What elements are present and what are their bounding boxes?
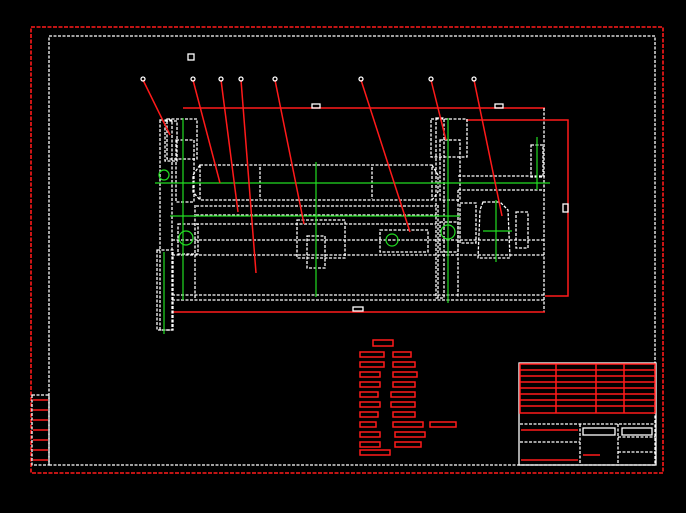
machine-assembly: [156, 117, 545, 331]
balloon-1: [140, 76, 146, 82]
technical-notes: [359, 339, 457, 456]
inner-drawing-frame: [48, 35, 656, 466]
balloon-6: [358, 76, 364, 82]
balloon-7: [428, 76, 434, 82]
dimension-lines: [173, 103, 569, 313]
balloon-2: [190, 76, 196, 82]
balloon-3: [218, 76, 224, 82]
leader-lines: [140, 76, 503, 274]
outer-sheet-border: [30, 26, 664, 474]
balloon-4: [238, 76, 244, 82]
revision-strip: [31, 394, 50, 466]
snap-marker: [187, 53, 195, 61]
centerlines: [155, 118, 550, 334]
balloon-5: [272, 76, 278, 82]
title-block: [518, 362, 657, 466]
balloon-8: [471, 76, 477, 82]
